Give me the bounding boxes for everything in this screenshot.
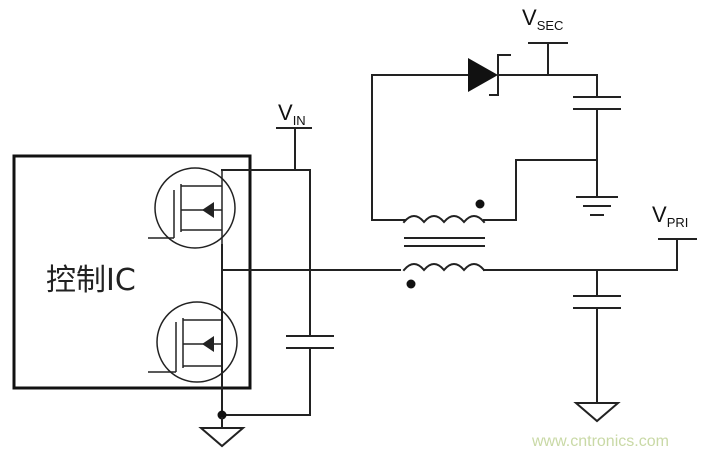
ground-symbol-secondary: [576, 196, 618, 216]
primary-dot-marker: [406, 279, 416, 289]
low-side-mosfet: [148, 301, 238, 383]
vpri-label: VPRI: [652, 202, 688, 230]
transformer: [402, 199, 486, 289]
secondary-dot-marker: [475, 199, 485, 209]
ground-symbol-primary: [573, 402, 621, 423]
watermark: www.cntronics.com: [531, 433, 669, 450]
vsec-label: VSEC: [522, 5, 563, 33]
controller-ic-box: [12, 154, 252, 390]
high-side-mosfet: [148, 167, 236, 249]
vin-label: VIN: [278, 100, 306, 128]
controller-ic-label: 控制IC: [46, 263, 136, 298]
ground-symbol-ic: [198, 427, 246, 448]
ground-junction-dot: [217, 410, 227, 420]
